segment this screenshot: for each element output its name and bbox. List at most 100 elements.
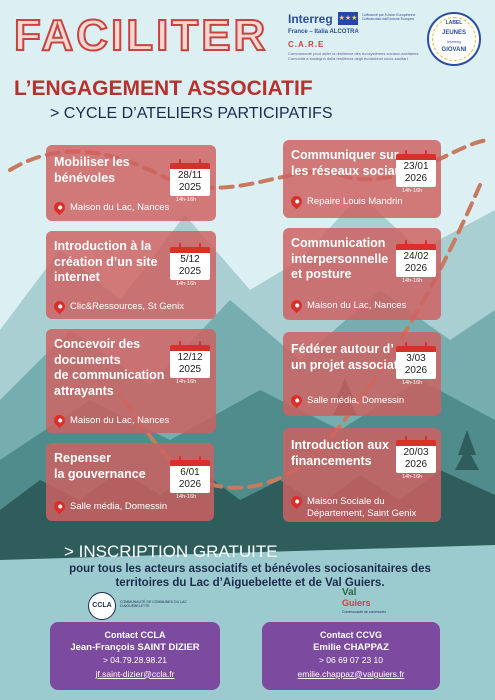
- location-pin-icon: [288, 493, 305, 510]
- calendar-header: [396, 154, 436, 160]
- audience-line: territoires du Lac d’Aiguebelette et de …: [115, 576, 385, 589]
- workshop-hours: 14h-16h: [402, 278, 423, 284]
- workshop-hours: 14h-16h: [176, 379, 197, 385]
- location-pin-icon: [288, 193, 305, 210]
- eu-cofinance-text: Cofinancé par l'Union Européenne Cofinan…: [362, 13, 416, 22]
- ccla-full-name: COMMUNAUTÉ DE COMMUNES DU LAC D'AIGUEBEL…: [120, 600, 187, 609]
- contact-email-link[interactable]: jf.saint-dizier@ccla.fr: [95, 668, 175, 679]
- workshop-hours: 14h-16h: [176, 281, 197, 287]
- care-description: Communauté pour aider la résilience des …: [288, 51, 419, 62]
- calendar-ring: [199, 159, 201, 166]
- workshop-year: 2026: [178, 479, 202, 490]
- workshop-year: 2025: [178, 182, 202, 193]
- poster-title: FACILITER: [13, 11, 269, 60]
- location-pin-icon: [51, 412, 68, 429]
- location-text: Salle média, Domessin: [307, 395, 405, 406]
- workshop-title-line: un projet associatif: [291, 357, 406, 372]
- contact-card-ccla: Contact CCLA Jean-François SAINT DIZIER …: [50, 622, 220, 690]
- workshop-hours: 14h-16h: [402, 474, 423, 480]
- workshop-title-line: attrayants: [54, 383, 114, 398]
- seal-giovani-text: GIOVANI: [441, 47, 467, 53]
- workshop-title-line: bénévoles: [54, 170, 116, 185]
- contact-phone[interactable]: > 06 69 07 23 10: [318, 655, 384, 666]
- calendar-ring: [179, 341, 181, 348]
- audience-line: pour tous les acteurs associatifs et bén…: [69, 563, 431, 575]
- location-line: Département, Saint Genix: [307, 507, 417, 519]
- workshop-day: 24/02: [403, 251, 429, 262]
- workshop-day: 3/03: [406, 353, 426, 364]
- contact-email-link[interactable]: emilie.chappaz@valguiers.fr: [297, 668, 405, 679]
- workshop-title-line: de communication: [54, 368, 165, 383]
- workshop-title-line: Concevoir des: [54, 337, 141, 351]
- location-text: Maison du Lac, Nances: [70, 202, 170, 213]
- calendar-ring: [425, 436, 427, 443]
- workshop-title-line: et posture: [291, 267, 352, 282]
- contact-card-ccvg: Contact CCVG Emilie CHAPPAZ > 06 69 07 2…: [262, 622, 440, 690]
- calendar-ring: [425, 240, 427, 247]
- contact-phone[interactable]: > 04.79.28.98.21: [102, 655, 168, 666]
- interreg-logo: Interreg: [288, 12, 333, 26]
- location-text: Repaire Louis Mandrin: [307, 196, 403, 207]
- workshop-title-line: Communiquer sur: [291, 148, 399, 162]
- workshop-day: 20/03: [403, 447, 429, 458]
- seal-jeunes-text: JEUNES: [441, 30, 466, 36]
- workshop-title-line: Repenser: [54, 451, 111, 465]
- location-pin-icon: [51, 498, 68, 515]
- calendar-ring: [405, 436, 407, 443]
- workshop-title-line: documents: [54, 352, 121, 367]
- calendar-ring: [179, 456, 181, 463]
- eu-flag-icon: ★★★: [338, 12, 358, 25]
- workshop-year: 2026: [404, 263, 428, 274]
- workshop-year: 2026: [404, 365, 428, 376]
- calendar-ring: [199, 341, 201, 348]
- inscription-heading: > INSCRIPTION GRATUITE: [64, 542, 278, 561]
- care-logo: C.A.R.E: [288, 40, 325, 49]
- contact-name: Emilie CHAPPAZ: [313, 641, 389, 653]
- contact-name: Jean-François SAINT DIZIER: [70, 641, 200, 653]
- poster-subtitle: L’ENGAGEMENT ASSOCIATIF: [14, 77, 313, 100]
- workshop-hours: 14h-16h: [402, 380, 423, 386]
- location-text: Maison du Lac, Nances: [70, 415, 170, 426]
- calendar-ring: [405, 150, 407, 157]
- workshop-title-line: interpersonnelle: [291, 251, 389, 266]
- workshop-title: Fédérer autour d’un projet associatif: [291, 342, 406, 373]
- location-text: Clic&Ressources, St Genix: [70, 301, 185, 312]
- workshop-title-line: Communication: [291, 236, 386, 250]
- calendar-ring: [179, 243, 181, 250]
- workshop-title-line: Introduction aux: [291, 438, 389, 452]
- audience-text: pour tous les acteurs associatifs et bén…: [30, 563, 470, 591]
- location-pin-icon: [288, 297, 305, 314]
- workshop-day: 5/12: [180, 254, 200, 265]
- workshop-day: 28/11: [177, 170, 203, 181]
- workshop-title-line: Mobiliser les: [54, 155, 130, 169]
- calendar-ring: [425, 150, 427, 157]
- workshop-year: 2026: [404, 459, 428, 470]
- workshop-title-line: internet: [54, 270, 100, 285]
- location-pin-icon: [51, 199, 68, 216]
- workshop-year: 2025: [178, 266, 202, 277]
- workshop-title-line: Fédérer autour d’: [291, 342, 394, 356]
- location-text: Maison du Lac, Nances: [307, 300, 407, 311]
- workshop-title-line: création d’un site: [54, 254, 158, 269]
- workshop-year: 2025: [178, 364, 202, 375]
